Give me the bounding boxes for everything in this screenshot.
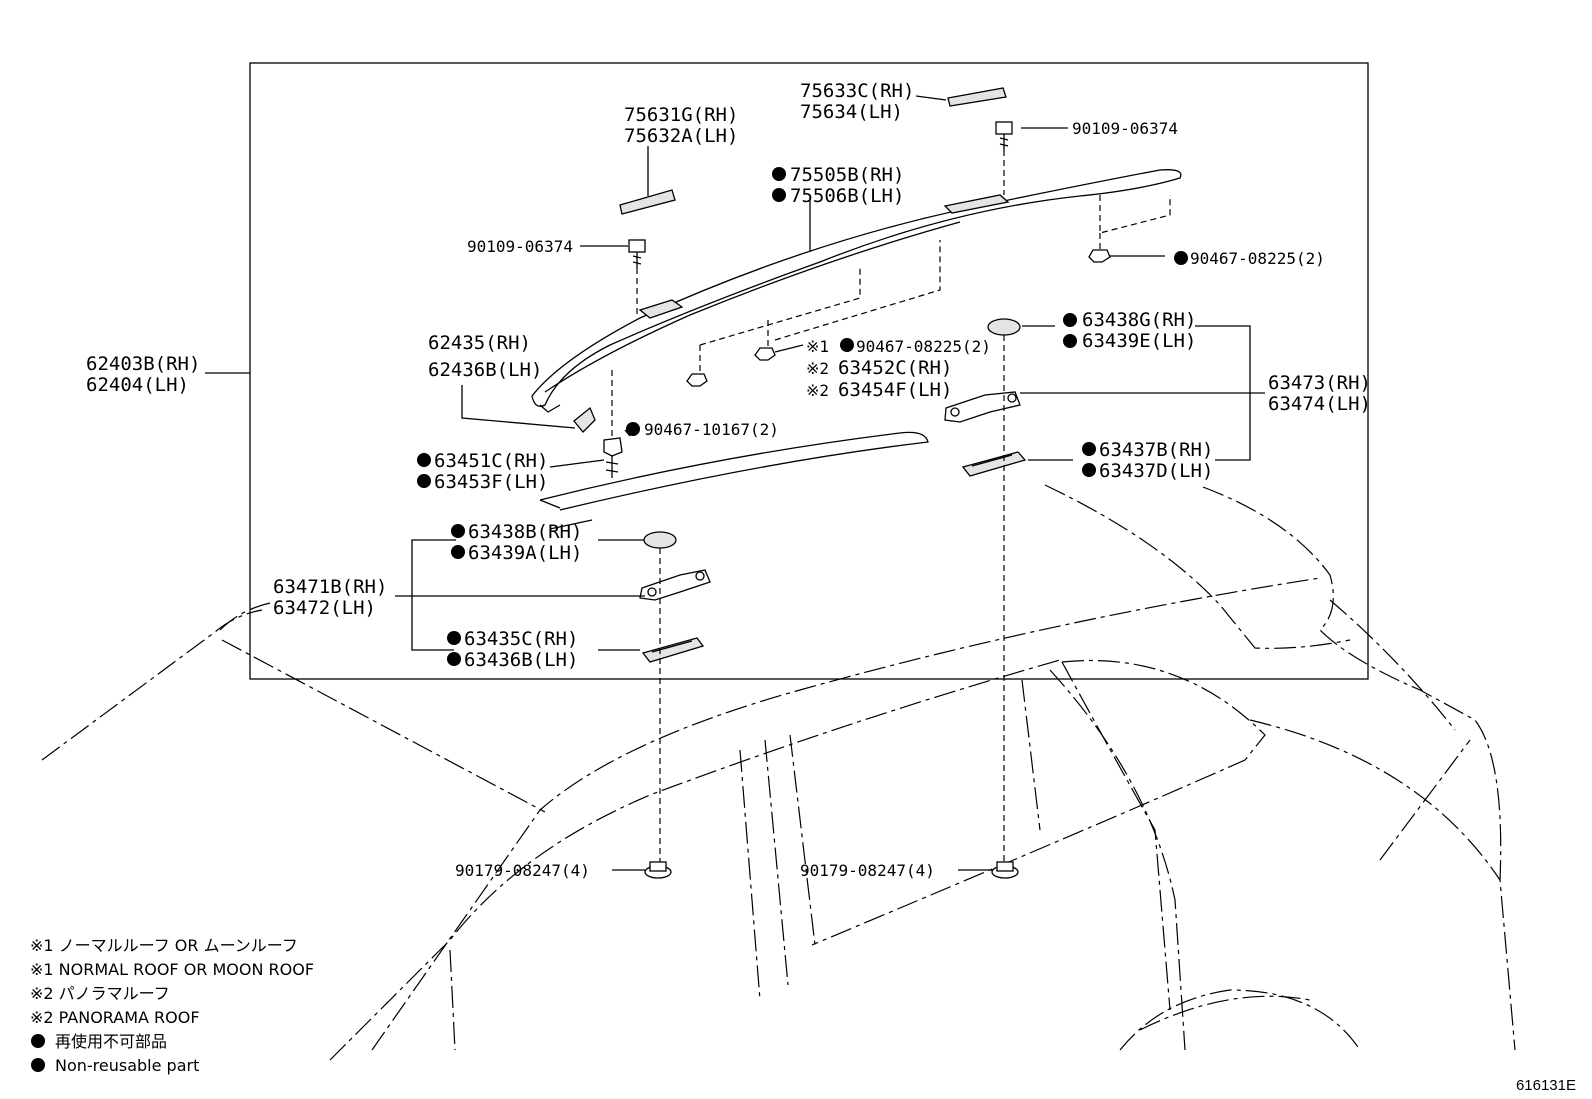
legend-line-3: ※2 パノラマルーフ [30,984,170,1003]
clip-icon [603,437,623,478]
label-63437B: 63437B(RH) [1099,439,1213,461]
label-75631G: 75631G(RH) [624,104,738,126]
label-90467-08225-right: 90467-08225(2) [1190,249,1325,268]
label-63436B: 63436B(LH) [464,649,578,671]
label-90179-right: 90179-08247(4) [800,861,935,880]
legend-line-1: ※1 ノーマルルーフ OR ムーンルーフ [30,936,298,955]
legend-bullet-1 [31,1034,45,1048]
label-63438G: 63438G(RH) [1082,309,1196,331]
label-75506B: 75506B(LH) [790,185,904,207]
label-63438B: 63438B(RH) [468,521,582,543]
ref-mark-2a: ※2 [806,359,829,378]
label-62435: 62435(RH) [428,332,531,354]
label-90109-mid: 90109-06374 [467,237,573,256]
label-75633C: 75633C(RH) [800,80,914,102]
label-90109-top: 90109-06374 [1072,119,1178,138]
part-labels: 75633C(RH) 75634(LH) 90109-06374 75631G(… [86,80,1371,880]
label-62436B: 62436B(LH) [428,359,542,381]
label-62404: 62404(LH) [86,374,189,396]
assembly-frame [249,62,1369,680]
legend-line-2: ※1 NORMAL ROOF OR MOON ROOF [30,960,314,979]
pad-icon [643,318,1021,549]
label-63435C: 63435C(RH) [464,628,578,650]
label-63474: 63474(LH) [1268,393,1371,415]
label-90467-10167: 90467-10167(2) [644,420,779,439]
ref-mark-2b: ※2 [806,381,829,400]
vehicle-body-outline [41,484,1516,1061]
legend-line-4: ※2 PANORAMA ROOF [30,1008,200,1027]
figure-code: 616131E [1516,1077,1576,1094]
legend: ※1 ノーマルルーフ OR ムーンルーフ ※1 NORMAL ROOF OR M… [30,936,314,1075]
ref-mark-1: ※1 [806,337,829,356]
label-63451C: 63451C(RH) [434,450,548,472]
label-63452C: 63452C(RH) [838,357,952,379]
label-63453F: 63453F(LH) [434,471,548,493]
bracket-icon [639,391,1021,601]
non-reusable-markers [417,167,1188,666]
label-63473: 63473(RH) [1268,372,1371,394]
label-63454F: 63454F(LH) [838,379,952,401]
label-90179-left: 90179-08247(4) [455,861,590,880]
guide-lines [611,150,1171,862]
label-75634: 75634(LH) [800,101,903,123]
label-63437D: 63437D(LH) [1099,460,1213,482]
label-75632A: 75632A(LH) [624,125,738,147]
label-75505B: 75505B(RH) [790,164,904,186]
legend-line-5: 再使用不可部品 [55,1032,167,1051]
seal-icon [641,451,1027,663]
bolt-icon [628,121,1013,268]
label-63439A: 63439A(LH) [468,542,582,564]
label-62403B: 62403B(RH) [86,353,200,375]
roof-rail-part [531,87,1182,433]
label-63471B: 63471B(RH) [273,576,387,598]
legend-bullet-2 [31,1058,45,1072]
label-90467-08225-mid: 90467-08225(2) [856,337,991,356]
label-63472: 63472(LH) [273,597,376,619]
legend-line-6: Non-reusable part [55,1056,199,1075]
nut-icon [644,249,1111,879]
label-63439E: 63439E(LH) [1082,330,1196,352]
